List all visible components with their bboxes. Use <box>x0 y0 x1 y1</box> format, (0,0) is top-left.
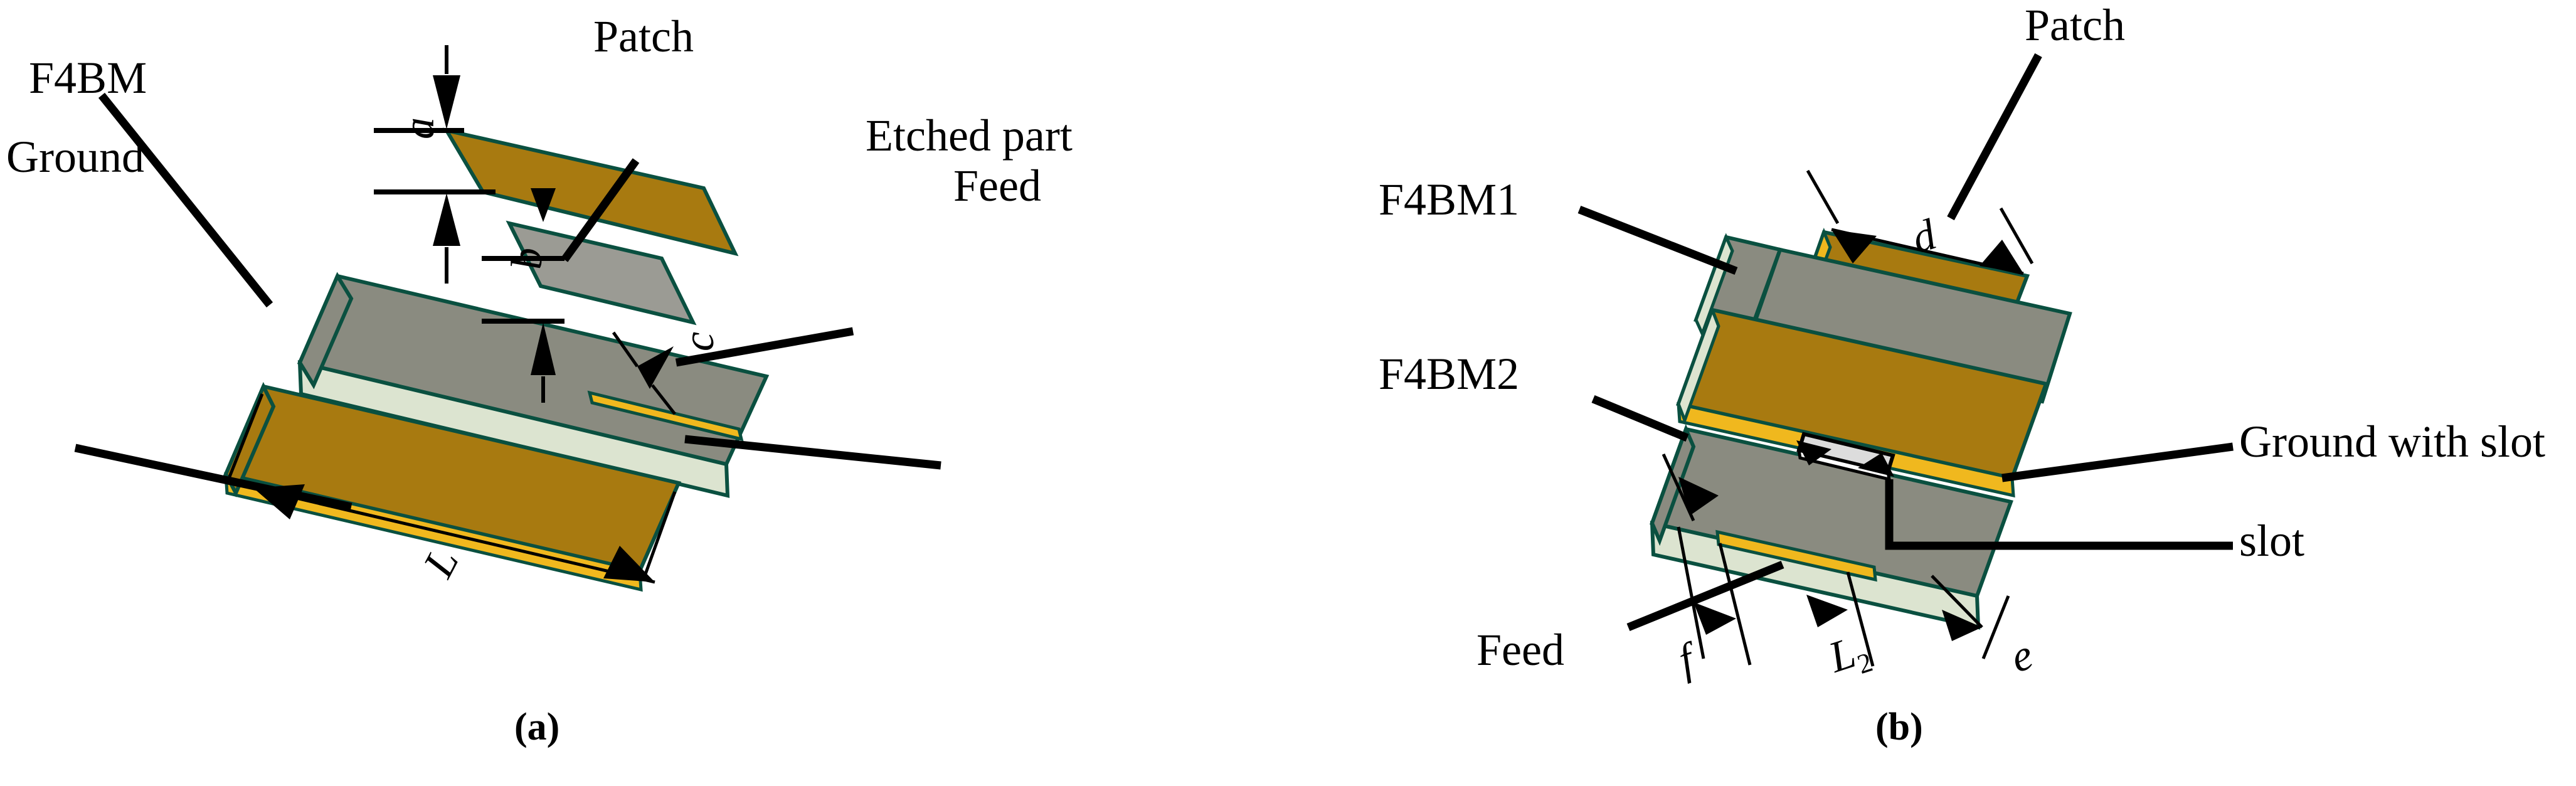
dimension-label-c: c <box>675 331 723 351</box>
panel-b-geometry <box>1577 53 2234 667</box>
label-etched-part-a: Etched part <box>866 110 1073 161</box>
leader-feed-a <box>684 435 941 470</box>
etched-part-plate-a <box>506 220 697 326</box>
label-ground-a: Ground <box>6 132 144 182</box>
leader-f4bm-a <box>98 92 273 308</box>
dimension-b-arrow <box>482 188 564 403</box>
label-f4bm-a: F4BM <box>29 53 147 103</box>
label-f4bm2-b: F4BM2 <box>1379 349 1520 399</box>
caption-panel-b: (b) <box>1875 706 1923 748</box>
leader-slot-b <box>1885 479 2233 550</box>
f4bm1-substrate-b <box>1693 233 2072 404</box>
slot-dimension-arrow <box>1796 440 1894 477</box>
dimension-d-arrow <box>1806 169 2034 275</box>
patch-plate-a <box>442 127 739 257</box>
leader-etched-part-a <box>675 327 854 367</box>
leader-patch-a <box>561 158 640 262</box>
dimension-c-arrow <box>612 331 676 415</box>
leader-feed-b <box>1626 560 1784 632</box>
dimension-L2-arrow <box>1806 571 1875 667</box>
dimension-label-a: a <box>395 117 443 139</box>
leader-f4bm1-b <box>1577 205 1738 275</box>
label-feed-b: Feed <box>1476 625 1564 675</box>
dimension-f-arrow <box>1677 526 1752 666</box>
feed-strip-b <box>1715 529 1877 582</box>
leader-patch-b <box>1947 53 2042 221</box>
label-f4bm1-b: F4BM1 <box>1379 174 1520 225</box>
f4bm2-edge-arrow <box>1662 453 1719 522</box>
panel-a-geometry <box>74 45 941 592</box>
leader-ground-with-slot-b <box>2001 442 2234 482</box>
leader-ground-a <box>74 443 352 511</box>
label-feed-a: Feed <box>953 161 1041 211</box>
label-ground-with-slot-b: Ground with slot <box>2239 417 2546 467</box>
dimension-e-arrow <box>1931 575 2010 659</box>
leader-f4bm2-b <box>1591 395 1689 442</box>
label-patch-b: Patch <box>2025 0 2125 50</box>
label-patch-a: Patch <box>593 11 694 61</box>
caption-panel-a: (a) <box>514 706 560 748</box>
feed-strip-a <box>587 390 744 442</box>
dimension-a-arrow <box>374 45 496 284</box>
label-slot-b: slot <box>2239 516 2305 566</box>
dimension-label-b: b <box>503 248 551 270</box>
